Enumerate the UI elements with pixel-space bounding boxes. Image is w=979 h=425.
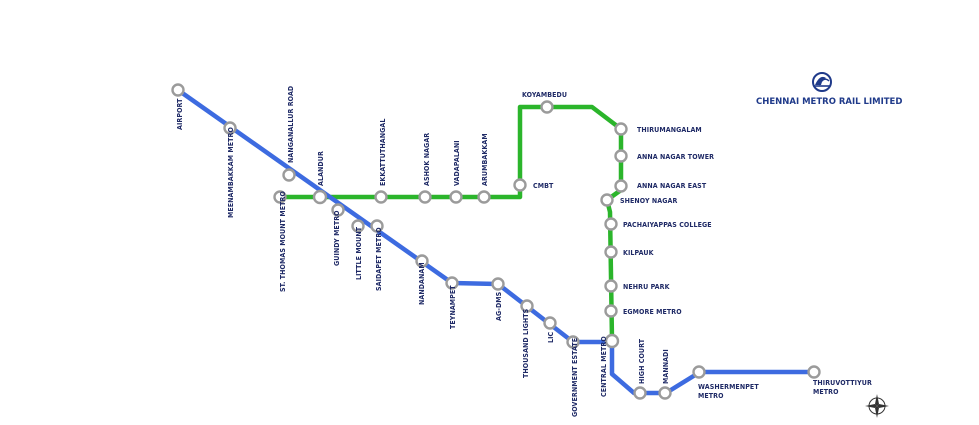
- compass-icon: [865, 394, 889, 418]
- label-anna-nagar-tower: ANNA NAGAR TOWER: [637, 153, 714, 161]
- label-arumbakkam: ARUMBAKKAM: [481, 133, 489, 186]
- station-little-mount[interactable]: [351, 219, 365, 233]
- station-saidapet[interactable]: [370, 219, 384, 233]
- vertical-labels: AIRPORT MEENAMBAKKAM METRO NANGANALLUR R…: [176, 86, 670, 417]
- station-cmbt[interactable]: [513, 178, 527, 192]
- horizontal-labels: KOYAMBEDU CMBT THIRUMANGALAM ANNA NAGAR …: [522, 91, 872, 400]
- label-meenambakkam: MEENAMBAKKAM METRO: [227, 127, 235, 218]
- station-government-estate[interactable]: [566, 335, 580, 349]
- label-mannadi: MANNADI: [662, 349, 670, 384]
- station-ag-dms[interactable]: [491, 277, 505, 291]
- station-central[interactable]: [604, 333, 620, 349]
- station-ashok-nagar[interactable]: [418, 190, 432, 204]
- station-nanganallur-road[interactable]: [282, 168, 296, 182]
- label-ag-dms: AG-DMS: [495, 291, 503, 321]
- label-guindy: GUINDY METRO: [333, 210, 341, 266]
- station-airport[interactable]: [171, 83, 185, 97]
- cmrl-logo-icon: [812, 72, 832, 92]
- station-shenoy-nagar[interactable]: [600, 193, 614, 207]
- label-egmore: EGMORE METRO: [623, 308, 682, 316]
- station-teynampet[interactable]: [445, 276, 459, 290]
- label-airport: AIRPORT: [176, 98, 184, 130]
- station-koyambedu[interactable]: [540, 100, 554, 114]
- label-pachaiyappas: PACHAIYAPPAS COLLEGE: [623, 221, 712, 229]
- station-lic[interactable]: [543, 316, 557, 330]
- label-lic: LIC: [547, 331, 555, 343]
- label-alandur: ALANDUR: [317, 151, 325, 186]
- label-cmbt: CMBT: [533, 182, 554, 190]
- label-ashok-nagar: ASHOK NAGAR: [423, 133, 431, 186]
- station-egmore[interactable]: [604, 304, 618, 318]
- label-kilpauk: KILPAUK: [623, 249, 655, 257]
- station-anna-nagar-east[interactable]: [614, 179, 628, 193]
- label-little-mount: LITTLE MOUNT: [355, 226, 363, 280]
- station-nandanam[interactable]: [415, 254, 429, 268]
- blue-line: [175, 87, 817, 396]
- station-st-thomas-mount[interactable]: [273, 190, 287, 204]
- label-thousand-lights: THOUSAND LIGHTS: [522, 308, 530, 378]
- station-kilpauk[interactable]: [604, 245, 618, 259]
- label-government-estate: GOVERNMENT ESTATE: [571, 338, 579, 417]
- label-high-court: HIGH COURT: [638, 338, 646, 384]
- station-high-court[interactable]: [633, 386, 647, 400]
- station-vadapalani[interactable]: [449, 190, 463, 204]
- label-nehru-park: NEHRU PARK: [623, 283, 671, 291]
- label-shenoy-nagar: SHENOY NAGAR: [620, 197, 678, 205]
- station-alandur[interactable]: [312, 189, 328, 205]
- label-thiruvottiyur-2: METRO: [813, 388, 839, 396]
- station-mannadi[interactable]: [658, 386, 672, 400]
- station-guindy[interactable]: [331, 203, 345, 217]
- station-thousand-lights[interactable]: [520, 299, 534, 313]
- label-vadapalani: VADAPALANI: [453, 140, 461, 186]
- station-ekkattuthangal[interactable]: [374, 190, 388, 204]
- label-thirumangalam: THIRUMANGALAM: [637, 126, 702, 134]
- label-anna-nagar-east: ANNA NAGAR EAST: [637, 182, 707, 190]
- station-nehru-park[interactable]: [604, 279, 618, 293]
- label-teynampet: TEYNAMPET: [449, 285, 457, 329]
- station-washermenpet[interactable]: [692, 365, 706, 379]
- label-st-thomas: ST. THOMAS MOUNT METRO: [279, 191, 287, 292]
- brand-name: CHENNAI METRO RAIL LIMITED: [756, 97, 902, 107]
- station-anna-nagar-tower[interactable]: [614, 149, 628, 163]
- station-arumbakkam[interactable]: [477, 190, 491, 204]
- green-line-stations: [273, 100, 628, 349]
- label-washermenpet-1: WASHERMENPET: [698, 383, 759, 391]
- station-thiruvottiyur[interactable]: [807, 365, 821, 379]
- label-nandanam: NANDANAM: [418, 262, 426, 305]
- station-thirumangalam[interactable]: [614, 122, 628, 136]
- label-saidapet: SAIDAPET METRO: [375, 227, 383, 291]
- label-central: CENTRAL METRO: [600, 336, 608, 397]
- label-thiruvottiyur-1: THIRUVOTTIYUR: [813, 379, 872, 387]
- blue-line-path: [175, 87, 817, 396]
- label-washermenpet-2: METRO: [698, 392, 724, 400]
- label-nanganallur: NANGANALLUR ROAD: [287, 86, 295, 163]
- label-koyambedu: KOYAMBEDU: [522, 91, 567, 99]
- label-ekkattuthangal: EKKATTUTHANGAL: [379, 119, 387, 186]
- blue-line-stations: [171, 83, 821, 400]
- station-meenambakkam[interactable]: [223, 121, 237, 135]
- station-pachaiyappas-college[interactable]: [604, 217, 618, 231]
